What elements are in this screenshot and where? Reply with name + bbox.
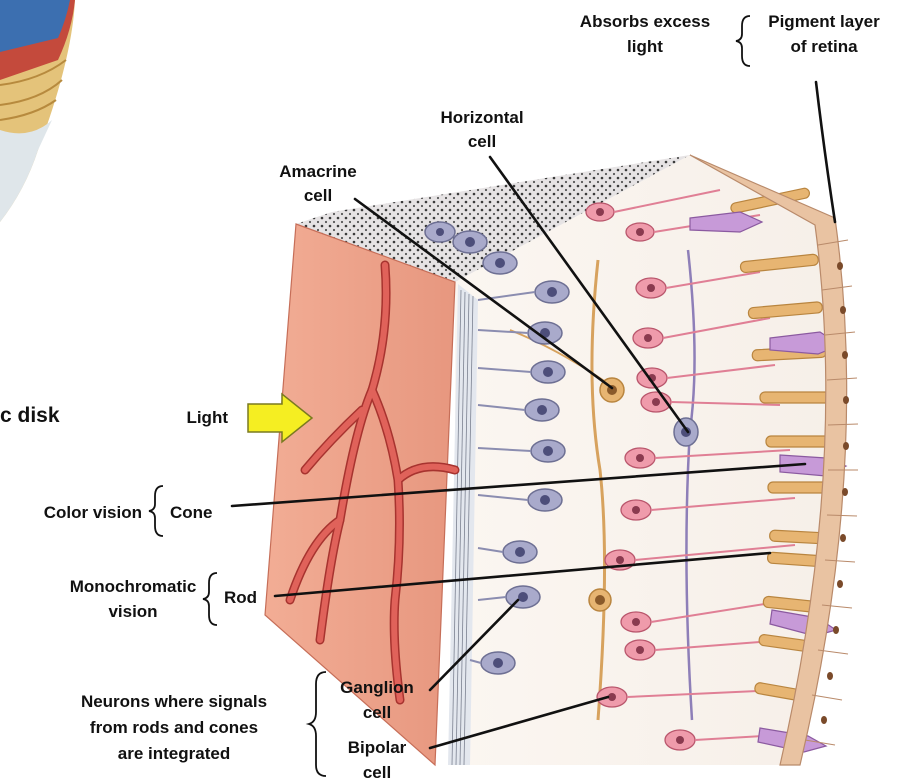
color-vision-label: Color vision	[44, 503, 142, 522]
horizontal-cell	[674, 418, 698, 446]
cone-label: Cone	[170, 503, 213, 522]
neurons-brace	[309, 672, 326, 776]
pigment-layer-label-line1: Pigment layer	[768, 12, 880, 31]
neurons-label-line1: Neurons where signals	[81, 692, 267, 711]
absorbs-label-line2: light	[627, 37, 663, 56]
neurons-label-line3: are integrated	[118, 744, 230, 763]
monochromatic-label-line1: Monochromatic	[70, 577, 197, 596]
neurons-label-line2: from rods and cones	[90, 718, 258, 737]
horizontal-cell-label-line1: Horizontal	[440, 108, 523, 127]
eye-fragment	[0, 0, 75, 222]
pigment-brace	[736, 16, 750, 66]
ganglion-cell-label-line1: Ganglion	[340, 678, 414, 697]
optic-disk-label-fragment: c disk	[0, 404, 60, 427]
amacrine-cell-label-line2: cell	[304, 186, 332, 205]
amacrine-cell-label-line1: Amacrine	[279, 162, 356, 181]
pigment-layer-label-line2: of retina	[790, 37, 858, 56]
horizontal-cell-label-line2: cell	[468, 132, 496, 151]
ganglion-cell-label-line2: cell	[363, 703, 391, 722]
light-label: Light	[186, 408, 228, 427]
rod-brace	[203, 573, 217, 625]
absorbs-label-line1: Absorbs excess	[580, 12, 710, 31]
bipolar-cell-label-line1: Bipolar	[348, 738, 407, 757]
cone-brace	[149, 486, 163, 536]
monochromatic-label-line2: vision	[108, 602, 157, 621]
bipolar-cell-label-line2: cell	[363, 763, 391, 782]
rod-label: Rod	[224, 588, 257, 607]
